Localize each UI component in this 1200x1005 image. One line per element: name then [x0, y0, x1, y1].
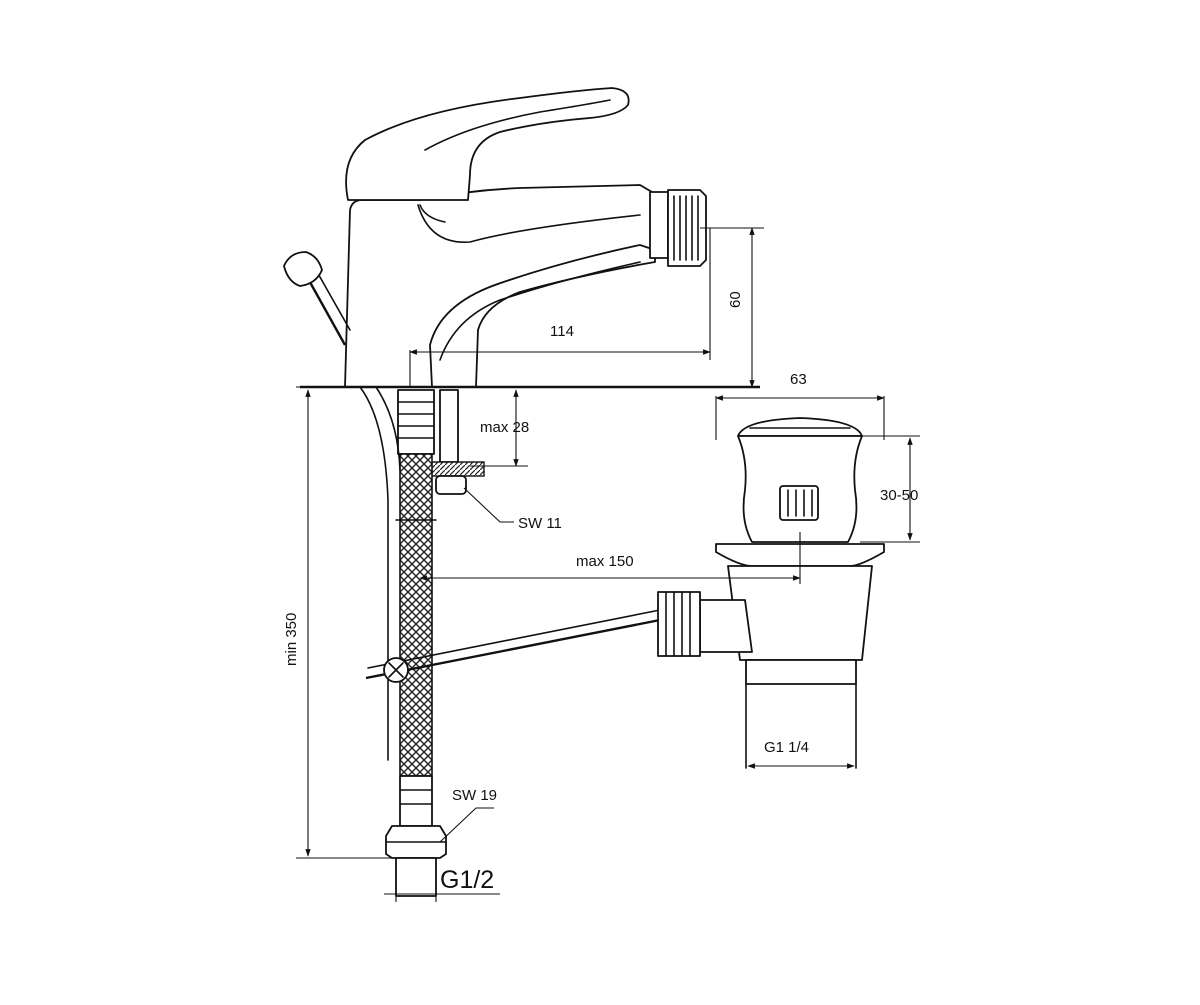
dim-drain-thread: G1 1/4: [764, 739, 809, 756]
pop-up-rod: [365, 609, 661, 683]
aerator-nozzle: [649, 189, 707, 267]
flex-hose: [385, 453, 447, 897]
dim-drain-thickness: 30-50: [880, 487, 918, 504]
dim-max-rod: max 150: [576, 553, 634, 570]
dim-sw11: SW 11: [518, 515, 562, 532]
dim-sw19: SW 19: [452, 787, 497, 804]
dim-min-hose: min 350: [283, 613, 300, 666]
second-hose: [359, 386, 389, 761]
dim-max-deck: max 28: [480, 419, 529, 436]
pop-up-knob: [283, 251, 351, 346]
dim-drain-width: 63: [790, 371, 807, 388]
dimension-lines: [296, 227, 920, 902]
mixer-body: [300, 184, 760, 389]
lever-handle: [345, 87, 630, 223]
dim-inlet-thread: G1/2: [440, 866, 494, 894]
pop-up-waste: [657, 417, 885, 769]
dim-spout-reach: 114: [550, 323, 574, 340]
dim-spout-height: 60: [727, 291, 744, 308]
